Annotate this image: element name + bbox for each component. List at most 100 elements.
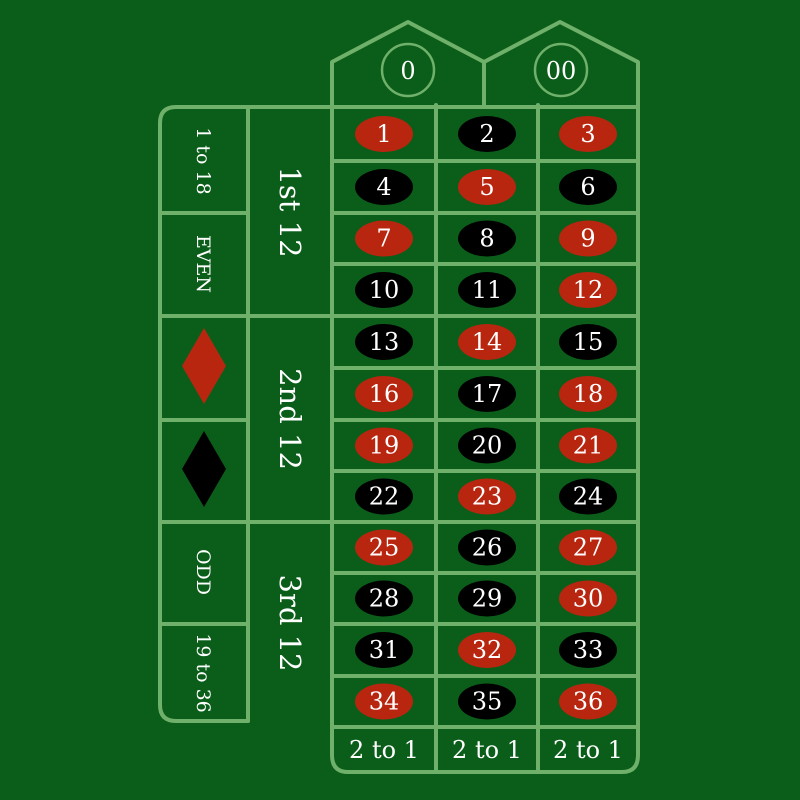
dozen-1st-bet[interactable]: 1st 12 xyxy=(273,166,307,257)
number-label: 30 xyxy=(573,585,604,613)
red-bet[interactable] xyxy=(182,328,226,404)
double-zero-pocket[interactable]: 00 xyxy=(533,42,589,98)
number-cell-22[interactable]: 22 xyxy=(355,478,413,515)
dozen-3rd-label: 3rd 12 xyxy=(273,575,307,672)
number-cell-2[interactable]: 2 xyxy=(458,116,516,152)
column-1-label: 2 to 1 xyxy=(349,736,419,764)
dozen-2nd-bet[interactable]: 2nd 12 xyxy=(273,368,307,470)
odd-bet[interactable]: ODD xyxy=(192,549,214,595)
black-bet[interactable] xyxy=(182,431,226,507)
number-chip-red xyxy=(355,427,413,464)
number-label: 33 xyxy=(573,636,604,664)
number-cell-8[interactable]: 8 xyxy=(458,220,516,257)
number-cell-21[interactable]: 21 xyxy=(559,427,617,464)
column-3-bet[interactable]: 2 to 1 xyxy=(553,736,623,764)
low-bet[interactable]: 1 to 18 xyxy=(192,127,214,194)
number-chip-black xyxy=(355,580,413,617)
number-label: 1 xyxy=(376,120,391,148)
number-cell-23[interactable]: 23 xyxy=(458,478,516,515)
number-chip-red xyxy=(355,529,413,566)
number-cell-20[interactable]: 20 xyxy=(458,427,516,464)
number-chip-black xyxy=(355,324,413,360)
dozen-3rd-bet[interactable]: 3rd 12 xyxy=(273,575,307,672)
number-cell-1[interactable]: 1 xyxy=(355,116,413,152)
number-label: 12 xyxy=(573,276,604,304)
double-zero-circle xyxy=(533,42,589,98)
number-cell-4[interactable]: 4 xyxy=(355,169,413,205)
number-chip-red xyxy=(559,427,617,464)
number-cell-15[interactable]: 15 xyxy=(559,324,617,360)
number-cell-7[interactable]: 7 xyxy=(355,220,413,257)
dozen-2nd-label: 2nd 12 xyxy=(273,368,307,470)
zero-pocket[interactable]: 0 xyxy=(380,42,436,98)
number-label: 26 xyxy=(472,534,503,562)
number-cell-17[interactable]: 17 xyxy=(458,376,516,412)
number-cell-27[interactable]: 27 xyxy=(559,529,617,566)
number-cell-28[interactable]: 28 xyxy=(355,580,413,617)
number-label: 22 xyxy=(369,483,400,511)
number-cell-14[interactable]: 14 xyxy=(458,324,516,360)
number-chip-red xyxy=(355,116,413,152)
high-bet-label: 19 to 36 xyxy=(192,633,214,713)
number-label: 11 xyxy=(472,276,503,304)
number-chip-red xyxy=(559,116,617,152)
number-chip-red xyxy=(559,220,617,257)
column-2-bet[interactable]: 2 to 1 xyxy=(452,736,522,764)
number-chip-black xyxy=(559,478,617,515)
number-label: 17 xyxy=(472,380,503,408)
number-label: 13 xyxy=(369,328,400,356)
number-cell-34[interactable]: 34 xyxy=(355,683,413,720)
number-label: 18 xyxy=(573,380,604,408)
number-label: 14 xyxy=(472,328,503,356)
number-cell-12[interactable]: 12 xyxy=(559,272,617,308)
column-1-bet[interactable]: 2 to 1 xyxy=(349,736,419,764)
number-chip-black xyxy=(559,324,617,360)
number-cell-10[interactable]: 10 xyxy=(355,272,413,308)
red-diamond-icon xyxy=(182,328,226,404)
number-label: 24 xyxy=(573,483,604,511)
number-chip-black xyxy=(458,580,516,617)
number-chip-black xyxy=(458,427,516,464)
number-cell-24[interactable]: 24 xyxy=(559,478,617,515)
table-grid-lines xyxy=(158,20,640,774)
number-label: 3 xyxy=(580,120,595,148)
number-label: 9 xyxy=(580,225,595,253)
number-chip-red xyxy=(559,580,617,617)
number-cell-13[interactable]: 13 xyxy=(355,324,413,360)
number-cell-30[interactable]: 30 xyxy=(559,580,617,617)
number-chip-red xyxy=(559,272,617,308)
number-label: 35 xyxy=(472,688,503,716)
number-cell-29[interactable]: 29 xyxy=(458,580,516,617)
number-cell-31[interactable]: 31 xyxy=(355,632,413,668)
number-label: 7 xyxy=(376,225,391,253)
number-cell-26[interactable]: 26 xyxy=(458,529,516,566)
number-chip-black xyxy=(355,169,413,205)
number-label: 10 xyxy=(369,276,400,304)
number-cell-36[interactable]: 36 xyxy=(559,683,617,720)
number-cell-16[interactable]: 16 xyxy=(355,376,413,412)
number-cell-33[interactable]: 33 xyxy=(559,632,617,668)
number-cell-35[interactable]: 35 xyxy=(458,683,516,720)
zero-circle xyxy=(380,42,436,98)
number-cell-9[interactable]: 9 xyxy=(559,220,617,257)
number-cell-25[interactable]: 25 xyxy=(355,529,413,566)
number-cell-19[interactable]: 19 xyxy=(355,427,413,464)
number-chip-red xyxy=(355,683,413,720)
number-label: 15 xyxy=(573,328,604,356)
high-bet[interactable]: 19 to 36 xyxy=(192,633,214,713)
number-cell-3[interactable]: 3 xyxy=(559,116,617,152)
number-cell-32[interactable]: 32 xyxy=(458,632,516,668)
number-cell-5[interactable]: 5 xyxy=(458,169,516,205)
number-chip-red xyxy=(458,324,516,360)
number-cell-18[interactable]: 18 xyxy=(559,376,617,412)
number-label: 28 xyxy=(369,585,400,613)
number-cell-11[interactable]: 11 xyxy=(458,272,516,308)
number-cell-6[interactable]: 6 xyxy=(559,169,617,205)
number-chip-black xyxy=(458,220,516,257)
number-chip-black xyxy=(458,683,516,720)
even-bet[interactable]: EVEN xyxy=(192,235,214,293)
number-chip-black xyxy=(458,376,516,412)
number-label: 6 xyxy=(580,173,595,201)
